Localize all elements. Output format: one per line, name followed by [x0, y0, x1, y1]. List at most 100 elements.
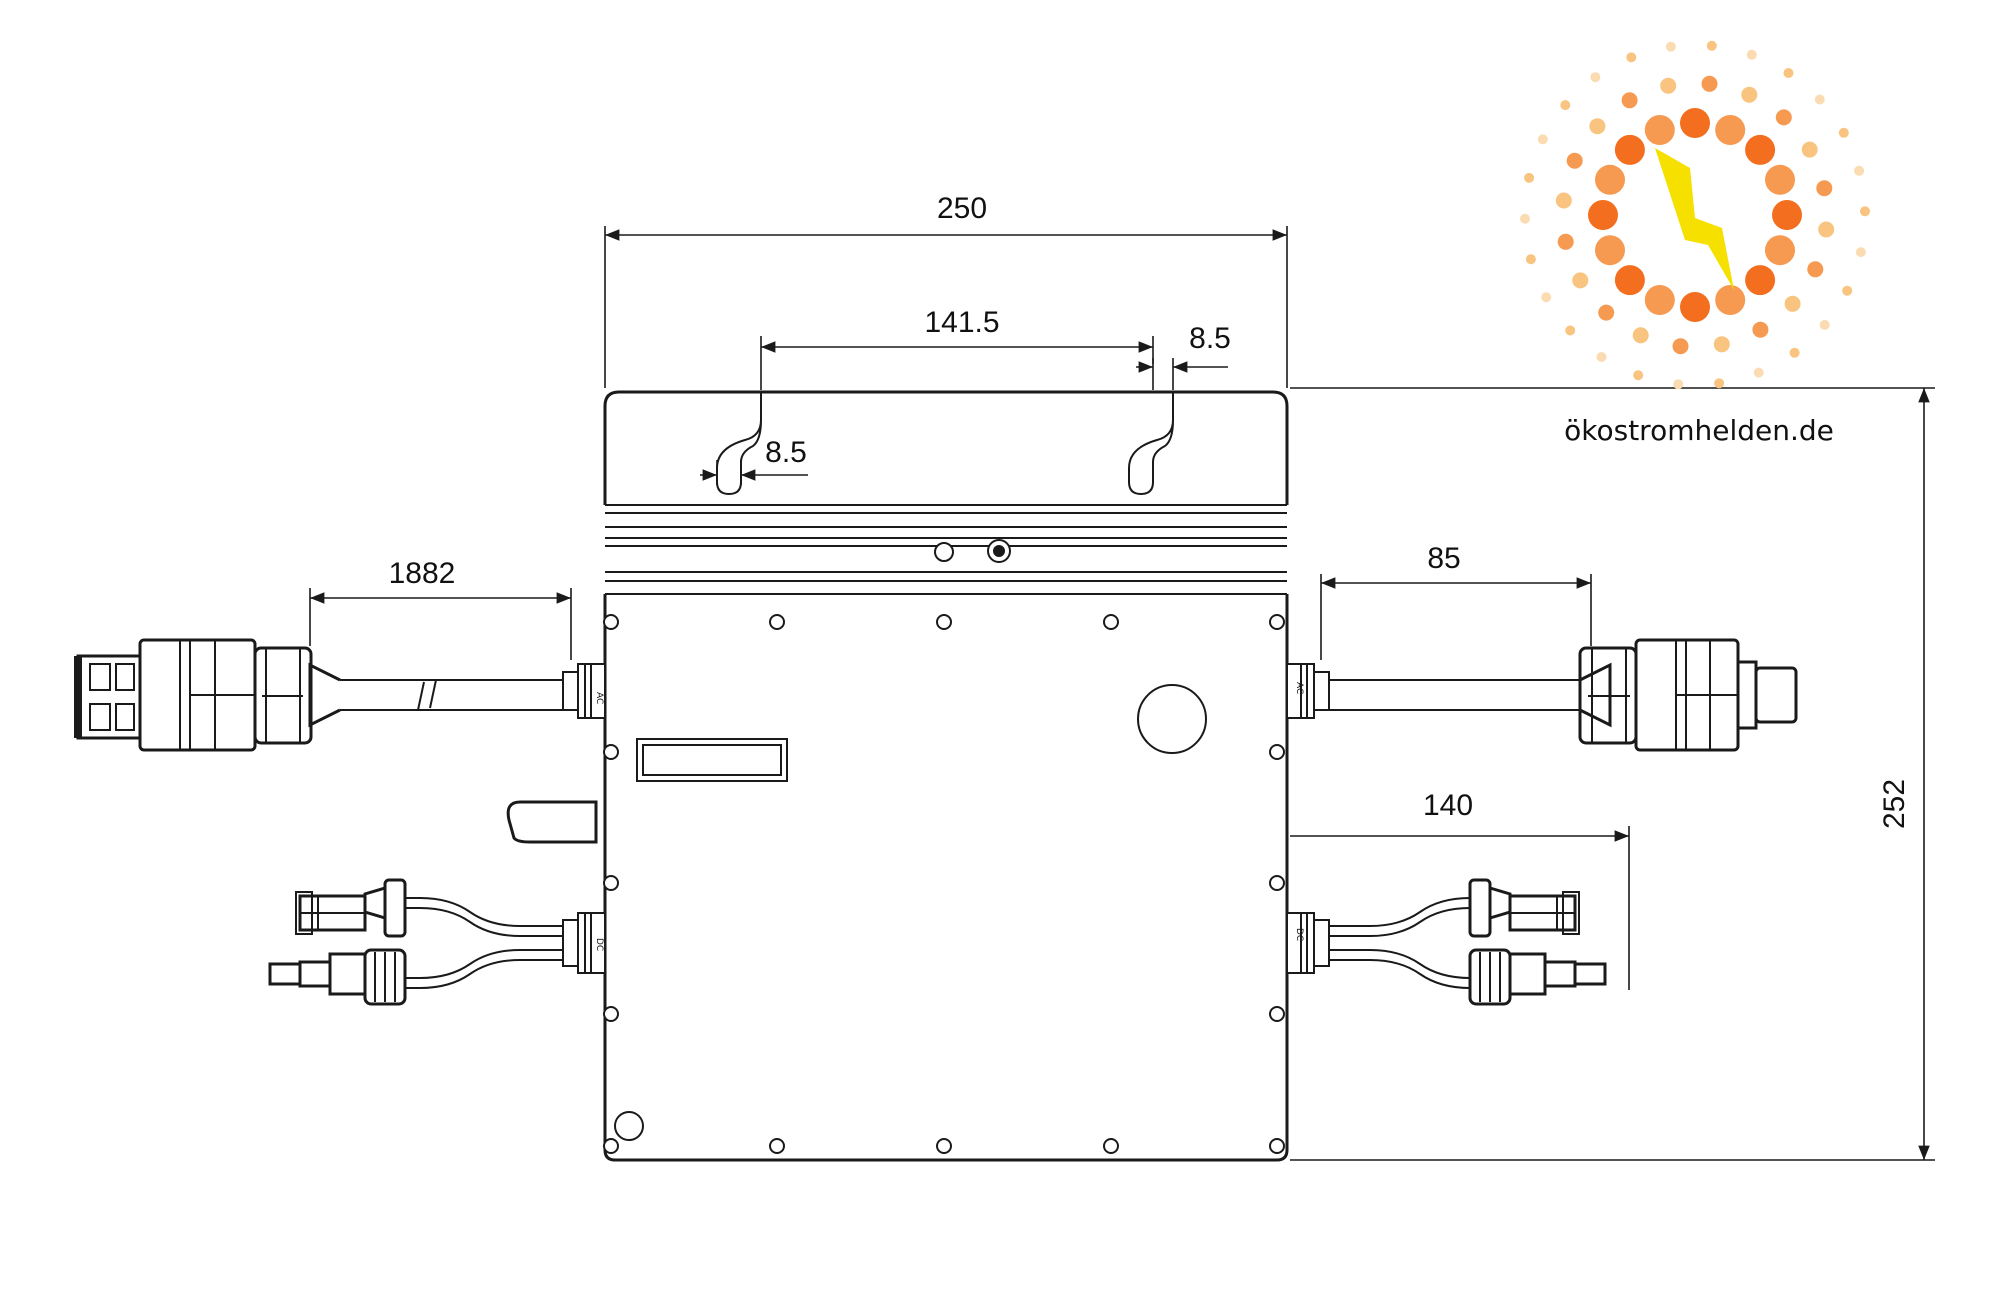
logo-dot [1626, 52, 1637, 63]
ac-cable-left [340, 679, 563, 711]
logo-dot [1819, 319, 1830, 330]
logo-dot [1701, 75, 1718, 92]
logo-dot [1745, 134, 1776, 165]
logo-dot [1745, 265, 1776, 296]
dimension-ac-cable-right: 85 [1320, 542, 1592, 660]
logo-dot [1565, 325, 1576, 336]
logo-dot [1665, 41, 1676, 52]
dimension-hook-width-right: 8.5 [1136, 322, 1231, 390]
ac-port-left-label: AC [594, 692, 604, 704]
logo-dot [1660, 77, 1677, 94]
dimension-dc-cable-right: 140 [1290, 789, 1630, 990]
ac-port-right: AC [1286, 663, 1330, 719]
logo-dot [1680, 292, 1710, 322]
logo-dot [1621, 92, 1638, 109]
dc-port-right-label: DC [1294, 928, 1304, 941]
dimension-ac-cable-right-label: 85 [1427, 542, 1460, 575]
dimension-hook-width-left-label: 8.5 [765, 436, 807, 469]
antenna [506, 800, 598, 844]
logo-dot [1783, 68, 1794, 78]
dimension-hook-width-right-label: 8.5 [1189, 322, 1231, 355]
logo-dot [1772, 200, 1802, 230]
logo-dot [1752, 321, 1769, 338]
logo-dot [1838, 127, 1849, 138]
logo-dot [1814, 94, 1825, 105]
logo-dot [1816, 180, 1833, 197]
logo-dot [1775, 109, 1792, 126]
logo-dot [1706, 40, 1717, 51]
dimension-hook-spacing: 141.5 [760, 306, 1154, 390]
logo-dot [1741, 86, 1758, 103]
logo-dot [1614, 134, 1645, 165]
dimension-dc-cable-right-label: 140 [1423, 789, 1473, 822]
logo-dot [1588, 200, 1618, 230]
logo-dot [1541, 292, 1552, 303]
dimension-hook-width-left: 8.5 [700, 436, 808, 485]
logo-dot [1714, 378, 1725, 389]
logo-dot [1598, 304, 1615, 321]
housing-screws [603, 614, 1285, 1154]
logo-dot [1632, 327, 1649, 344]
logo-dot [1860, 206, 1870, 217]
logo-dot [1765, 235, 1795, 266]
ac-port-left: AC [562, 663, 606, 719]
logo-dot [1673, 379, 1684, 390]
logo-dot [1595, 235, 1625, 266]
logo-dot [1644, 115, 1675, 145]
logo-dot [1614, 265, 1645, 296]
logo-dot [1566, 152, 1583, 169]
logo-dot [1784, 295, 1801, 312]
logo-dot [1557, 233, 1574, 250]
dimension-height-total: 252 [1290, 387, 1935, 1161]
dc-port-left-label: DC [594, 938, 604, 951]
logo-dot [1524, 172, 1535, 183]
dc-connector-left-bottom [268, 948, 407, 1006]
logo-dot [1801, 141, 1818, 158]
dc-port-right: DC [1286, 912, 1330, 974]
logo-dot [1680, 108, 1710, 138]
logo-dot [1854, 165, 1865, 176]
lightning-bolt-icon [1655, 148, 1734, 290]
dc-connector-left-top [295, 878, 407, 938]
ground-screw-icon [987, 539, 1011, 563]
dc-port-left: DC [562, 912, 606, 974]
dimension-width-total: 250 [604, 192, 1288, 388]
logo-dot [1595, 164, 1625, 195]
logo-dot [1753, 367, 1764, 378]
dimension-width-total-label: 250 [937, 192, 987, 225]
logo-dot [1746, 49, 1757, 60]
logo-dot [1596, 352, 1607, 362]
logo-dot [1644, 285, 1675, 315]
mounting-hook-right [1128, 392, 1174, 496]
logo-dot [1555, 192, 1572, 209]
ac-connector-left [74, 638, 341, 752]
logo-dot [1713, 336, 1730, 353]
brand-logo [1520, 40, 1870, 390]
logo-dot [1765, 164, 1795, 195]
dimension-height-total-label: 252 [1878, 779, 1911, 829]
dc-connector-right-top [1468, 878, 1580, 938]
ac-port-right-label: AC [1294, 682, 1304, 694]
logo-dot [1842, 285, 1853, 296]
dimension-ac-cable-left: 1882 [309, 557, 572, 660]
logo-dot [1807, 261, 1824, 278]
vent-membrane [1137, 684, 1207, 754]
logo-dot [1855, 247, 1866, 258]
logo-dot [1537, 134, 1548, 145]
led-indicator-window [636, 738, 788, 782]
logo-dot [1520, 213, 1530, 224]
ac-cable-right [1329, 679, 1580, 711]
mounting-hook-left [716, 392, 762, 496]
logo-dot [1589, 118, 1606, 135]
logo-dot [1560, 100, 1571, 111]
logo-dot [1818, 221, 1835, 238]
logo-dot [1715, 115, 1746, 145]
logo-dot [1789, 347, 1800, 358]
dimension-ac-cable-left-label: 1882 [389, 557, 456, 590]
ac-connector-right [1578, 638, 1798, 752]
dc-connector-right-bottom [1468, 948, 1607, 1006]
logo-dot [1572, 272, 1589, 289]
dc-cable-right [1329, 897, 1471, 989]
pressure-valve [614, 1111, 644, 1141]
